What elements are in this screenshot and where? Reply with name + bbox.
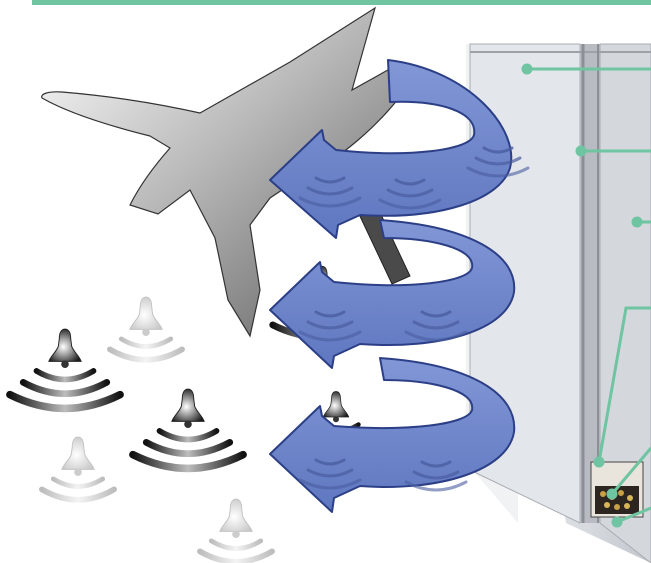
bell-faint-icon <box>42 297 272 562</box>
top-accent-line <box>32 0 651 5</box>
